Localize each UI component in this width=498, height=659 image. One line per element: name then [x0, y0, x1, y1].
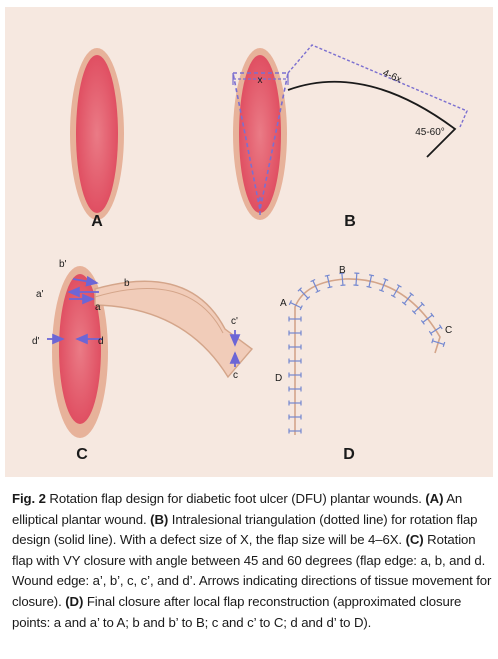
suture-mark — [380, 279, 387, 291]
suture-marks — [288, 272, 446, 434]
flap-design-solid-line — [287, 80, 457, 158]
point-label-a: a — [95, 302, 101, 313]
suture-mark — [430, 312, 435, 318]
closure-line — [294, 278, 441, 435]
point-label-cap-b: B — [339, 265, 346, 276]
suture-mark — [327, 286, 333, 289]
suture-mark — [431, 338, 434, 344]
panel-d: A B C D D — [275, 265, 452, 463]
panel-b: x 4-6x 45-60° B — [232, 44, 468, 230]
suture-mark — [383, 278, 389, 281]
wound-inner-c — [59, 274, 101, 424]
suture-mark — [310, 278, 316, 283]
suture-mark — [378, 289, 385, 293]
caption-tag-d: (D) — [65, 593, 84, 609]
point-label-d: d — [98, 336, 104, 347]
suture-mark — [422, 314, 433, 323]
wound-inner-a — [76, 55, 118, 213]
wound-inner-b — [239, 55, 281, 213]
point-label-cap-a: A — [280, 298, 287, 309]
panel-letter-c: C — [76, 446, 88, 463]
suture-mark — [299, 289, 309, 299]
movement-arrow — [72, 275, 99, 287]
suture-mark — [432, 340, 445, 345]
caption-tag-a: (A) — [425, 491, 444, 506]
suture-mark — [290, 302, 302, 309]
suture-mark — [403, 293, 413, 304]
suture-mark — [430, 326, 442, 334]
panel-letter-d: D — [343, 446, 355, 463]
figure-label: Fig. 2 — [12, 491, 46, 506]
point-label-b: b — [124, 278, 130, 289]
point-label-b-prime: b' — [59, 259, 67, 270]
suture-mark — [420, 301, 425, 307]
point-label-d-prime: d' — [32, 336, 40, 347]
suture-mark — [297, 287, 303, 292]
caption-tag-c: (C) — [405, 532, 424, 548]
suture-mark — [442, 341, 446, 347]
suture-mark — [368, 275, 373, 288]
caption-tag-b: (B) — [150, 511, 169, 527]
caption-text-c: Rotation flap with VY closure with angle… — [12, 532, 492, 609]
suture-mark — [341, 273, 344, 286]
suture-mark — [428, 330, 433, 336]
point-label-c: c — [233, 370, 238, 381]
suture-mark — [326, 275, 331, 288]
caption-text-d: Final closure after local flap reconstru… — [12, 593, 462, 630]
point-label-cap-d: D — [275, 373, 282, 384]
caption-text-b: Intralesional triangulation (dotted line… — [12, 511, 478, 548]
suture-mark — [420, 320, 425, 325]
panel-c: b' a' a b d' d c' c C — [32, 259, 254, 463]
flap-edge — [94, 280, 254, 379]
figure-illustration: A x 4-6x 45-60° B — [32, 44, 468, 463]
suture-mark — [315, 289, 321, 294]
suture-mark — [312, 280, 319, 292]
suture-mark — [390, 294, 396, 299]
suture-mark — [299, 305, 303, 311]
panel-letter-b: B — [344, 213, 356, 230]
suture-mark — [366, 285, 372, 289]
figure-panel: A x 4-6x 45-60° B — [5, 7, 493, 477]
suture-mark — [355, 273, 358, 286]
figure-caption: Fig. 2 Rotation flap design for diabetic… — [12, 489, 492, 633]
suture-mark — [438, 324, 443, 330]
point-label-a-prime: a' — [36, 289, 44, 300]
panel-letter-a: A — [91, 213, 103, 230]
suture-mark — [368, 274, 375, 277]
flap-size-label: 4-6x — [381, 68, 403, 86]
flap-dimension-dotted-line — [287, 44, 468, 128]
point-label-cap-c: C — [445, 325, 452, 336]
suture-mark — [396, 284, 402, 288]
suture-mark — [288, 300, 292, 306]
caption-title: Rotation flap design for diabetic foot u… — [49, 491, 422, 506]
suture-mark — [409, 292, 414, 297]
suture-mark — [413, 303, 424, 313]
suture-mark — [401, 301, 407, 306]
point-label-c-prime: c' — [231, 316, 238, 327]
suture-mark — [411, 310, 417, 315]
angle-label: 45-60° — [415, 127, 445, 138]
caption-text-a: An elliptical plantar wound. — [12, 491, 463, 527]
suture-mark — [392, 285, 400, 297]
suture-mark — [324, 274, 330, 277]
panel-a: A — [70, 48, 124, 230]
flap-edge-line — [94, 287, 224, 334]
defect-size-label: x — [258, 75, 263, 86]
suture-mark — [305, 296, 311, 301]
